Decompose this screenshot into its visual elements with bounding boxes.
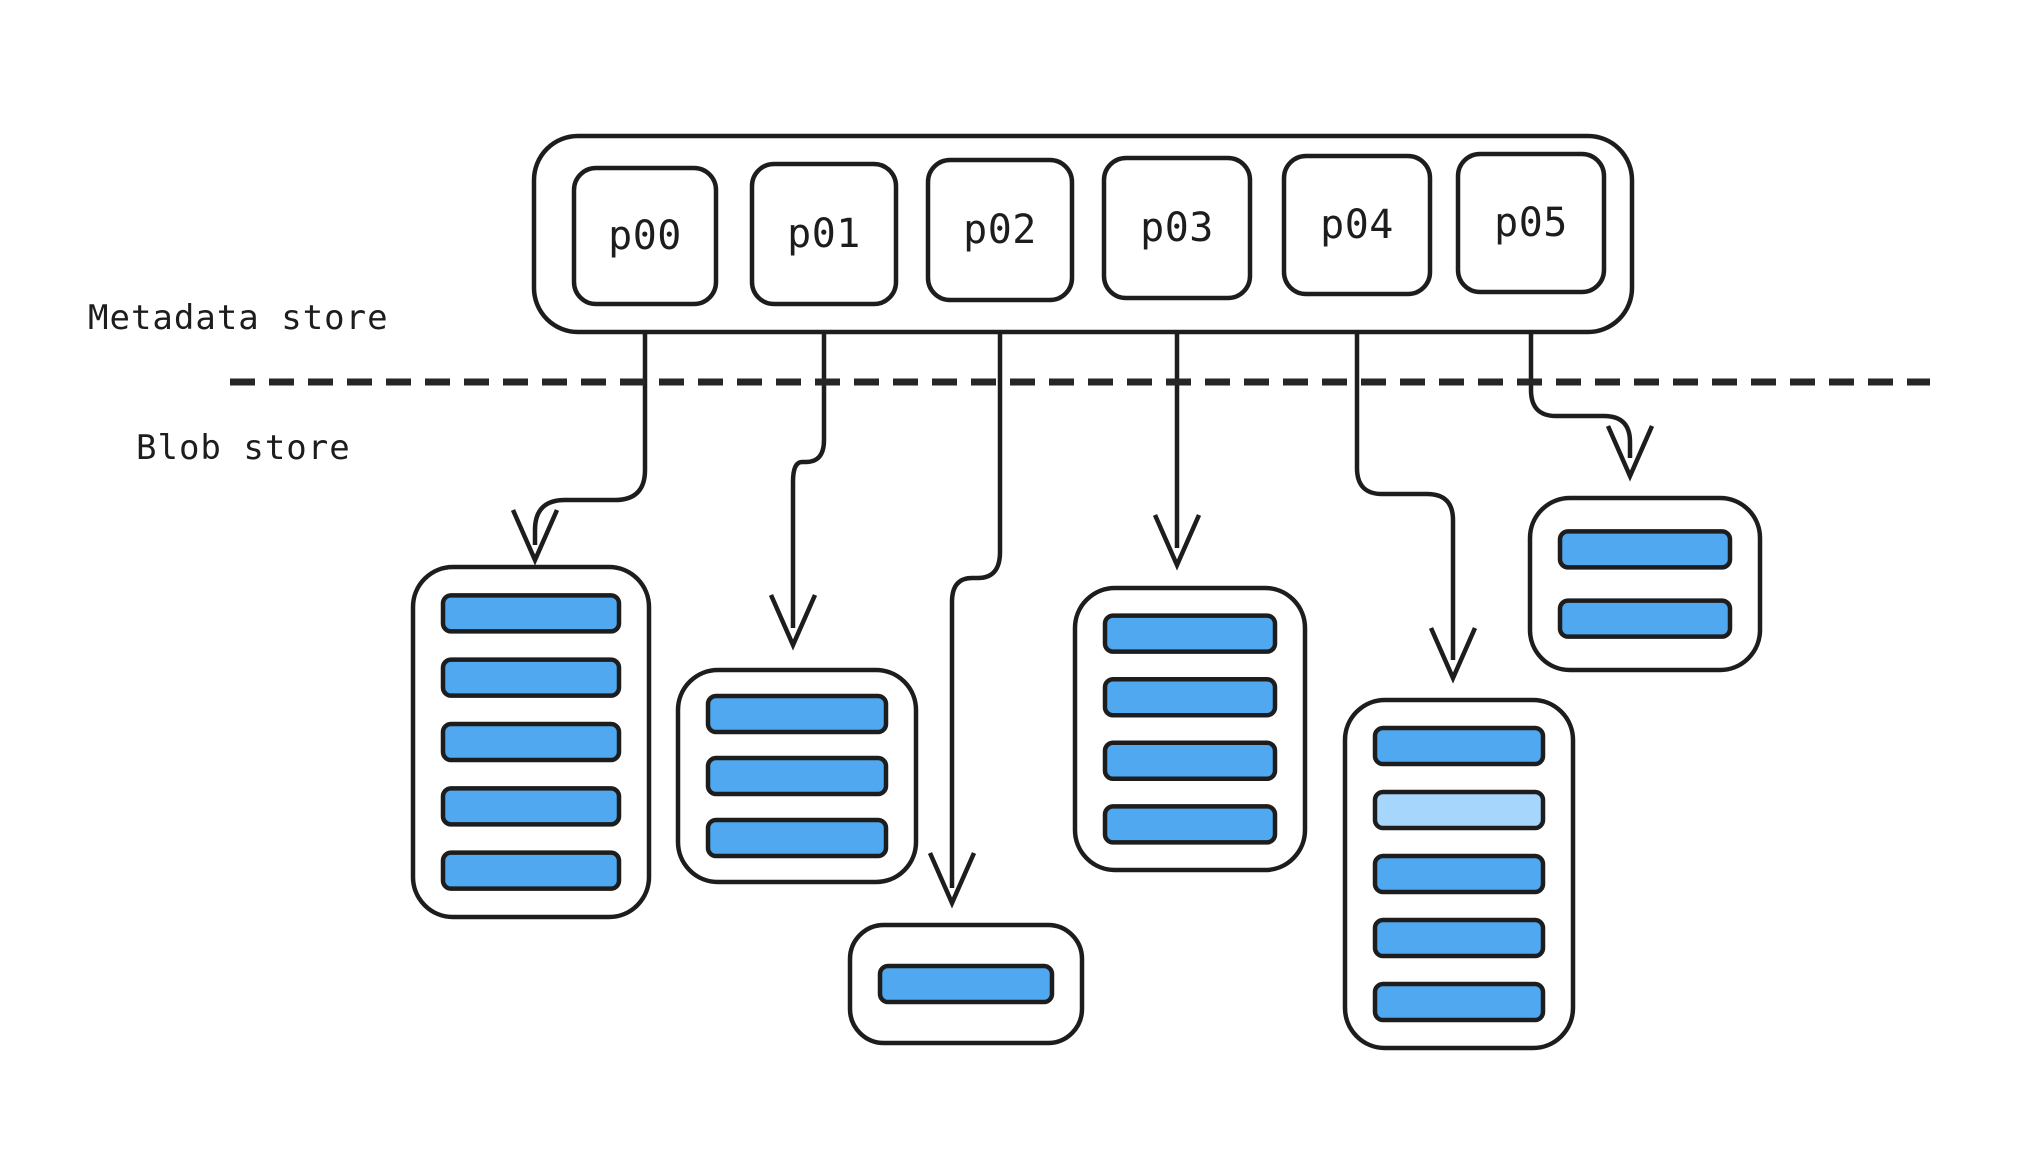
partition-p01-label: p01 <box>787 211 861 257</box>
partition-p04-box[interactable] <box>1281 153 1433 297</box>
blob-p01-chunk[interactable] <box>705 755 889 797</box>
partition-p03[interactable]: p03 <box>1101 155 1253 301</box>
blob-p00[interactable] <box>410 564 652 920</box>
partition-p02[interactable]: p02 <box>925 157 1075 303</box>
conn-p03-arrowhead <box>1152 514 1202 571</box>
conn-p01-line <box>790 304 827 628</box>
partition-p00-box[interactable] <box>571 165 719 307</box>
blob-store-layer <box>410 495 1763 1051</box>
conn-p04-line <box>1354 294 1456 660</box>
blob-p00-chunk[interactable] <box>440 657 622 698</box>
blob-p03-chunk[interactable] <box>1102 613 1278 654</box>
blob-p05-chunk[interactable] <box>1557 529 1733 570</box>
blob-p00-chunk[interactable] <box>440 593 622 634</box>
conn-p01 <box>768 304 827 651</box>
conn-p05 <box>1528 292 1655 482</box>
partition-p03-box[interactable] <box>1101 155 1253 301</box>
metadata-store-label: Metadata store <box>88 298 389 338</box>
blob-p03-chunk[interactable] <box>1102 804 1278 845</box>
blob-p05-container[interactable] <box>1527 495 1763 673</box>
partition-p01[interactable]: p01 <box>749 161 899 307</box>
blob-p04[interactable] <box>1342 697 1576 1051</box>
blob-p04-chunk[interactable] <box>1372 853 1546 895</box>
conn-p02-line <box>949 300 1003 888</box>
blob-p04-chunk[interactable] <box>1372 917 1546 959</box>
conn-p04-arrowhead <box>1428 627 1478 684</box>
partition-p05-box[interactable] <box>1455 151 1607 295</box>
blob-p04-chunk[interactable] <box>1372 725 1546 767</box>
blob-p00-chunk[interactable] <box>440 786 622 827</box>
partition-p04-label: p04 <box>1320 202 1394 248</box>
conn-p05-line <box>1528 292 1633 458</box>
blob-p05[interactable] <box>1527 495 1763 673</box>
conn-p01-arrowhead <box>768 594 818 651</box>
partition-p05-label: p05 <box>1494 200 1568 246</box>
partition-p04[interactable]: p04 <box>1281 153 1433 297</box>
blob-p02[interactable] <box>847 922 1085 1046</box>
blob-p05-chunk[interactable] <box>1557 598 1733 639</box>
partition-p02-label: p02 <box>963 207 1037 253</box>
conn-p02 <box>927 300 1003 909</box>
conn-p00-arrowhead <box>510 509 560 566</box>
blob-p00-chunk[interactable] <box>440 721 622 763</box>
conn-p05-arrowhead <box>1605 425 1655 482</box>
conn-p04 <box>1354 294 1478 684</box>
partition-p01-box[interactable] <box>749 161 899 307</box>
partition-p05[interactable]: p05 <box>1455 151 1607 295</box>
blob-p03-chunk[interactable] <box>1102 676 1278 718</box>
blob-p01-chunk[interactable] <box>705 817 889 859</box>
partition-p00[interactable]: p00 <box>571 165 719 307</box>
connector-layer <box>510 292 1655 909</box>
metadata-store-layer: p00 p01 p02 p03 p04 p05 <box>531 133 1635 335</box>
conn-p00 <box>510 304 648 566</box>
blob-p01[interactable] <box>675 667 919 885</box>
conn-p03 <box>1152 298 1202 571</box>
blob-p04-chunk[interactable] <box>1372 789 1546 831</box>
blob-p04-chunk[interactable] <box>1372 981 1546 1023</box>
blob-p03-chunk[interactable] <box>1102 740 1278 782</box>
partition-p03-label: p03 <box>1140 205 1214 251</box>
blob-p03-container[interactable] <box>1072 585 1308 873</box>
partition-p00-label: p00 <box>608 213 682 259</box>
blob-p03[interactable] <box>1072 585 1308 873</box>
blob-store-label: Blob store <box>136 428 351 468</box>
blob-p00-chunk[interactable] <box>440 850 622 891</box>
conn-p00-line <box>532 304 648 545</box>
blob-p02-chunk[interactable] <box>877 963 1055 1005</box>
partition-p02-box[interactable] <box>925 157 1075 303</box>
conn-p02-arrowhead <box>927 852 977 909</box>
blob-p01-chunk[interactable] <box>705 693 889 735</box>
